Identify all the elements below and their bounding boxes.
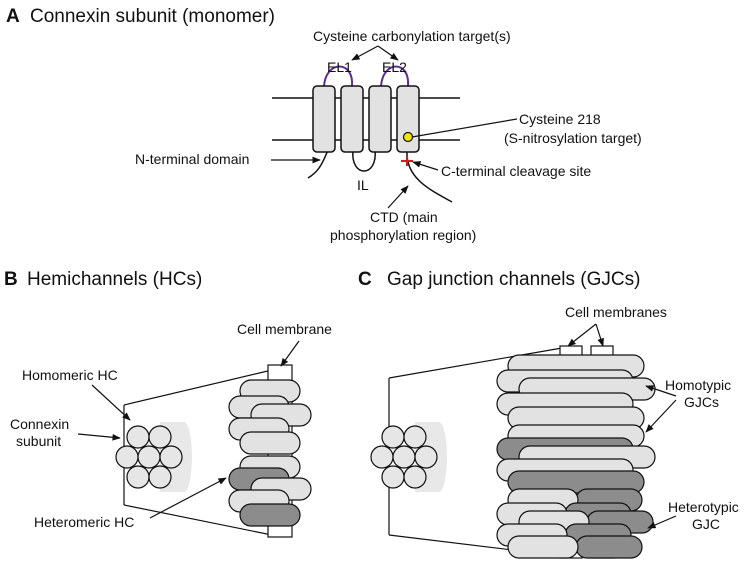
panel-b-title: Hemichannels (HCs): [27, 269, 202, 290]
label-gjc: GJC: [692, 516, 720, 532]
homotypic-gjc-mixed: [496, 424, 656, 494]
label-ctd: CTD (main: [370, 209, 438, 225]
extracellular-loop-1: [323, 65, 354, 87]
label-heterotypic: Heterotypic: [668, 499, 739, 515]
label-homomeric-hc: Homomeric HC: [22, 367, 118, 383]
panel-a-title: Connexin subunit (monomer): [30, 6, 275, 27]
label-gjcs: GJCs: [684, 394, 719, 410]
panel-b: B Hemichannels (HCs): [4, 269, 332, 538]
transmembrane-segment-2: [340, 85, 364, 153]
heteromeric-hc-cylinders: [228, 455, 312, 527]
panel-c-title: Gap junction channels (GJCs): [387, 269, 640, 290]
label-subunit: subunit: [16, 433, 61, 449]
small-connexon-subunits: [115, 425, 183, 489]
label-n-terminal: N-terminal domain: [135, 151, 249, 167]
label-connexin: Connexin: [10, 416, 69, 432]
homotypic-gjc-light: [496, 354, 656, 430]
panel-b-letter: B: [4, 269, 18, 290]
panel-c-letter: C: [358, 269, 372, 290]
label-phosphorylation: phosphorylation region): [330, 227, 476, 243]
extracellular-loop-2: [380, 65, 410, 87]
small-gjc-subunits: [370, 425, 438, 489]
panel-a: A Connexin subunit (monomer) Cysteine ca…: [6, 6, 642, 243]
transmembrane-segment-4: [396, 85, 420, 153]
transmembrane-segment-3: [368, 85, 392, 153]
label-carbonylation: Cysteine carbonylation target(s): [313, 28, 511, 44]
transmembrane-segment-1: [312, 85, 336, 153]
label-el2: EL2: [382, 59, 407, 75]
panel-a-letter: A: [6, 6, 20, 27]
n-terminus-tail: [307, 149, 329, 179]
label-il: IL: [357, 177, 369, 193]
heterotypic-gjc: [496, 488, 654, 559]
cysteine-218-marker: [402, 131, 414, 143]
label-heteromeric-hc: Heteromeric HC: [34, 514, 134, 530]
label-homotypic: Homotypic: [665, 377, 731, 393]
intracellular-loop: [352, 149, 376, 172]
label-cleavage-site: C-terminal cleavage site: [441, 163, 591, 179]
label-cell-membranes: Cell membranes: [565, 304, 667, 320]
label-el1: EL1: [327, 59, 352, 75]
label-cysteine-218: Cysteine 218: [519, 111, 601, 127]
label-cell-membrane: Cell membrane: [237, 321, 332, 337]
homomeric-hc-cylinders: [228, 379, 312, 455]
panel-c: C Gap junction channels (GJCs): [358, 269, 739, 559]
label-s-nitrosylation: (S-nitrosylation target): [504, 130, 642, 146]
